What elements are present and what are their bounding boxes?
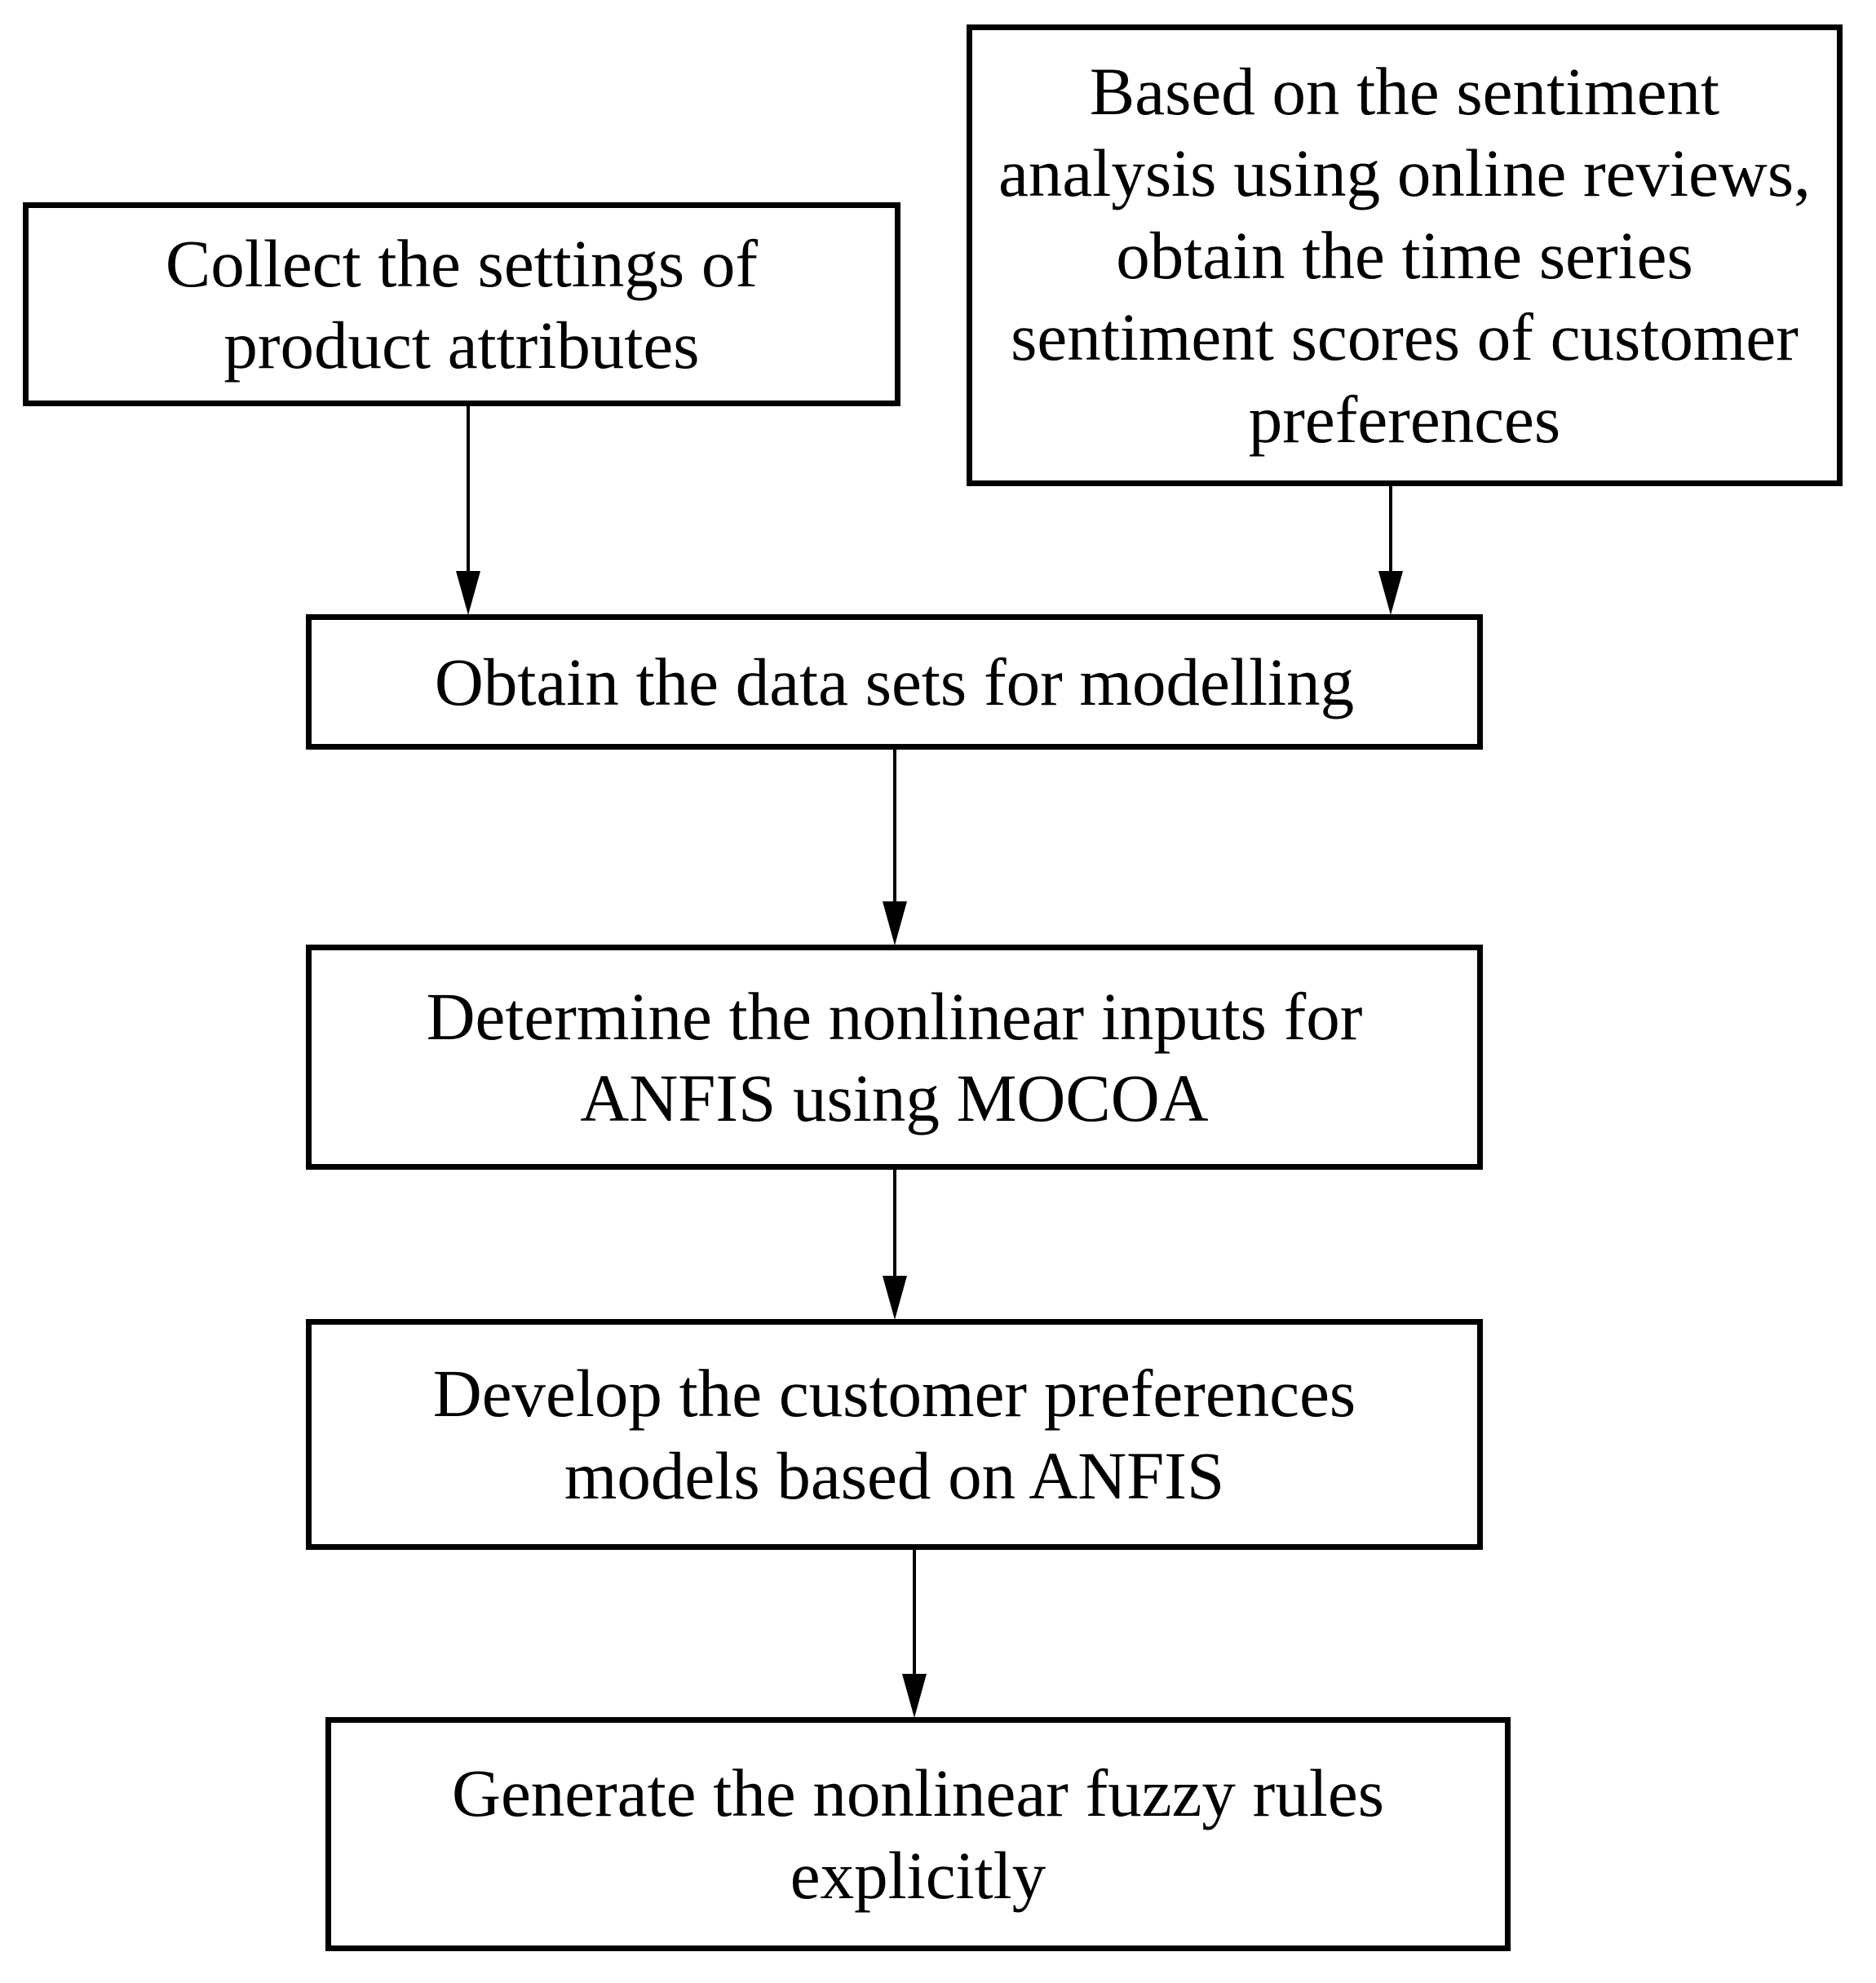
arrow-determine-to-develop-line bbox=[893, 1170, 896, 1277]
flow-box-collect-product-attributes: Collect the settings of product attribut… bbox=[23, 202, 900, 406]
flow-box-generate-fuzzy-rules: Generate the nonlinear fuzzy rules expli… bbox=[325, 1717, 1511, 1951]
arrow-datasets-to-determine-head-icon bbox=[883, 901, 907, 945]
arrow-collect-to-datasets-line bbox=[467, 406, 470, 574]
arrow-determine-to-develop-head-icon bbox=[883, 1276, 907, 1320]
flow-box-determine-nonlinear-inputs: Determine the nonlinear inputs for ANFIS… bbox=[306, 945, 1483, 1170]
flow-box-develop-preference-models: Develop the customer preferences models … bbox=[306, 1319, 1483, 1550]
arrow-develop-to-generate-line bbox=[913, 1550, 916, 1676]
flow-box-label: Collect the settings of product attribut… bbox=[165, 225, 759, 383]
arrow-collect-to-datasets-head-icon bbox=[456, 571, 480, 615]
flow-box-label: Determine the nonlinear inputs for ANFIS… bbox=[426, 978, 1363, 1135]
flow-box-sentiment-scores: Based on the sentiment analysis using on… bbox=[967, 24, 1843, 486]
arrow-sentiment-to-datasets-line bbox=[1389, 486, 1392, 574]
flow-box-label: Based on the sentiment analysis using on… bbox=[998, 53, 1811, 457]
arrow-datasets-to-determine-line bbox=[893, 750, 896, 905]
flow-box-label: Develop the customer preferences models … bbox=[432, 1356, 1356, 1513]
arrow-develop-to-generate-head-icon bbox=[902, 1674, 927, 1718]
arrow-sentiment-to-datasets-head-icon bbox=[1378, 571, 1403, 615]
flow-box-label: Generate the nonlinear fuzzy rules expli… bbox=[452, 1755, 1384, 1913]
flow-box-obtain-datasets: Obtain the data sets for modelling bbox=[306, 614, 1483, 750]
flow-box-label: Obtain the data sets for modelling bbox=[434, 644, 1355, 719]
